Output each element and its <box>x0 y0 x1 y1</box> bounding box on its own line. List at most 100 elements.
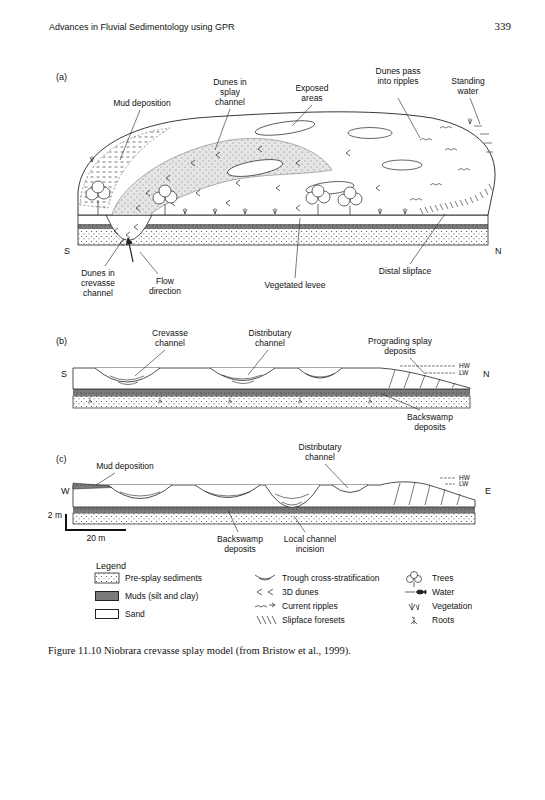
exposed-bar <box>382 160 422 170</box>
legend-label: Vegetation <box>432 601 472 611</box>
section-c <box>265 485 320 508</box>
section-c <box>73 478 475 524</box>
callout-label: Exposed areas <box>287 83 337 103</box>
section-b <box>73 366 470 408</box>
tree-symbol <box>344 187 356 199</box>
water-level: LW <box>458 369 469 378</box>
scale-label: 20 m <box>76 533 116 543</box>
legend-symbol <box>411 617 417 624</box>
crevasse-channel <box>106 215 152 241</box>
tree-symbol <box>92 181 104 193</box>
callout-label: Flow direction <box>143 276 188 296</box>
leader-line <box>398 98 420 138</box>
legend-symbol <box>255 603 275 607</box>
leader-line <box>135 350 425 410</box>
legend-heading: Legend <box>95 561 127 572</box>
legend-label: Current ripples <box>282 601 338 611</box>
compass-letter: N <box>494 246 503 257</box>
leader-line <box>294 516 305 532</box>
callout-label: Crevasse channel <box>145 328 195 348</box>
panel-letter: (c) <box>55 454 68 465</box>
crevasse-channel <box>114 224 138 246</box>
legend-symbol <box>255 575 275 580</box>
splay-surface <box>78 112 495 215</box>
leader-line <box>410 214 445 264</box>
compass-letter: W <box>60 486 71 497</box>
leader-line <box>120 110 140 160</box>
splay-surface <box>78 112 495 215</box>
slipface-hatch <box>420 184 492 214</box>
section-c <box>332 485 368 493</box>
legend-symbol <box>414 582 415 587</box>
section-c <box>440 478 455 484</box>
panel-letter: (b) <box>55 336 68 347</box>
scale-bar <box>65 514 126 531</box>
legend-symbol <box>411 572 418 579</box>
leader-line <box>140 252 158 274</box>
legend-label: Pre-splay sediments <box>125 573 202 583</box>
leader-line <box>215 109 230 150</box>
running-header: Advances in Fluvial Sedimentology using … <box>48 22 236 33</box>
callout-label: Backswamp deposits <box>400 412 460 432</box>
figure-caption: Figure 11.10 Niobrara crevasse splay mod… <box>48 644 518 657</box>
vegetation-symbol <box>90 118 472 214</box>
section-b <box>400 366 455 373</box>
callout-label: Prograding splay deposits <box>358 336 443 356</box>
flow-arrow <box>128 238 133 262</box>
leader-line <box>105 238 124 266</box>
section-b <box>222 375 262 384</box>
compass-letter: N <box>482 369 491 380</box>
scale-bar <box>65 514 67 531</box>
scale-bar <box>65 529 126 531</box>
leader-line <box>295 218 300 278</box>
legend-label: 3D dunes <box>282 587 318 597</box>
leader-line <box>382 394 420 410</box>
vegetation-symbol <box>90 118 472 214</box>
callout-label: Distributary channel <box>289 442 351 462</box>
section-c <box>73 513 475 524</box>
leader-line <box>135 350 165 376</box>
tree-symbol <box>159 185 171 197</box>
water-level: LW <box>458 480 469 489</box>
legend-symbol <box>405 592 415 593</box>
leader-line <box>96 473 115 485</box>
exposed-bar <box>226 156 284 180</box>
exposed-bar <box>226 118 422 197</box>
section-b <box>73 368 470 389</box>
slipface-hatch <box>420 184 492 214</box>
callout-label: Distributary channel <box>239 328 301 348</box>
ripple-symbol <box>410 127 470 201</box>
legend-label: Muds (silt and clay) <box>125 591 198 601</box>
legend-label: Water <box>432 587 454 597</box>
flow-arrow <box>128 238 133 262</box>
exposed-bar <box>254 118 315 138</box>
section-b <box>306 374 334 377</box>
legend-symbol <box>423 590 426 594</box>
legend-symbol <box>95 572 426 625</box>
leader-line <box>105 98 480 278</box>
legend-symbol <box>95 573 119 583</box>
section-b <box>210 368 275 381</box>
section-c <box>73 507 475 513</box>
section-b <box>88 397 372 403</box>
legend-label: Roots <box>432 615 454 625</box>
callout-label: Mud deposition <box>85 461 165 471</box>
callout-label: Vegetated levee <box>250 280 340 290</box>
compass-letter: S <box>60 369 68 380</box>
standing-water <box>474 126 493 152</box>
legend-label: Trees <box>432 573 453 583</box>
legend-swatch <box>95 591 119 601</box>
section-c <box>120 492 160 496</box>
leader-line <box>248 350 268 375</box>
leader-line <box>470 98 480 124</box>
legend-symbol <box>257 589 273 595</box>
section-c <box>275 494 309 505</box>
callout-label: Standing water <box>445 76 491 96</box>
legend-symbol <box>409 603 419 610</box>
section-c <box>73 482 475 507</box>
legend-label: Sand <box>125 609 145 619</box>
legend-symbol <box>257 616 276 624</box>
callout-label: Dunes pass into ripples <box>371 66 426 86</box>
page-number: 339 <box>472 20 512 33</box>
